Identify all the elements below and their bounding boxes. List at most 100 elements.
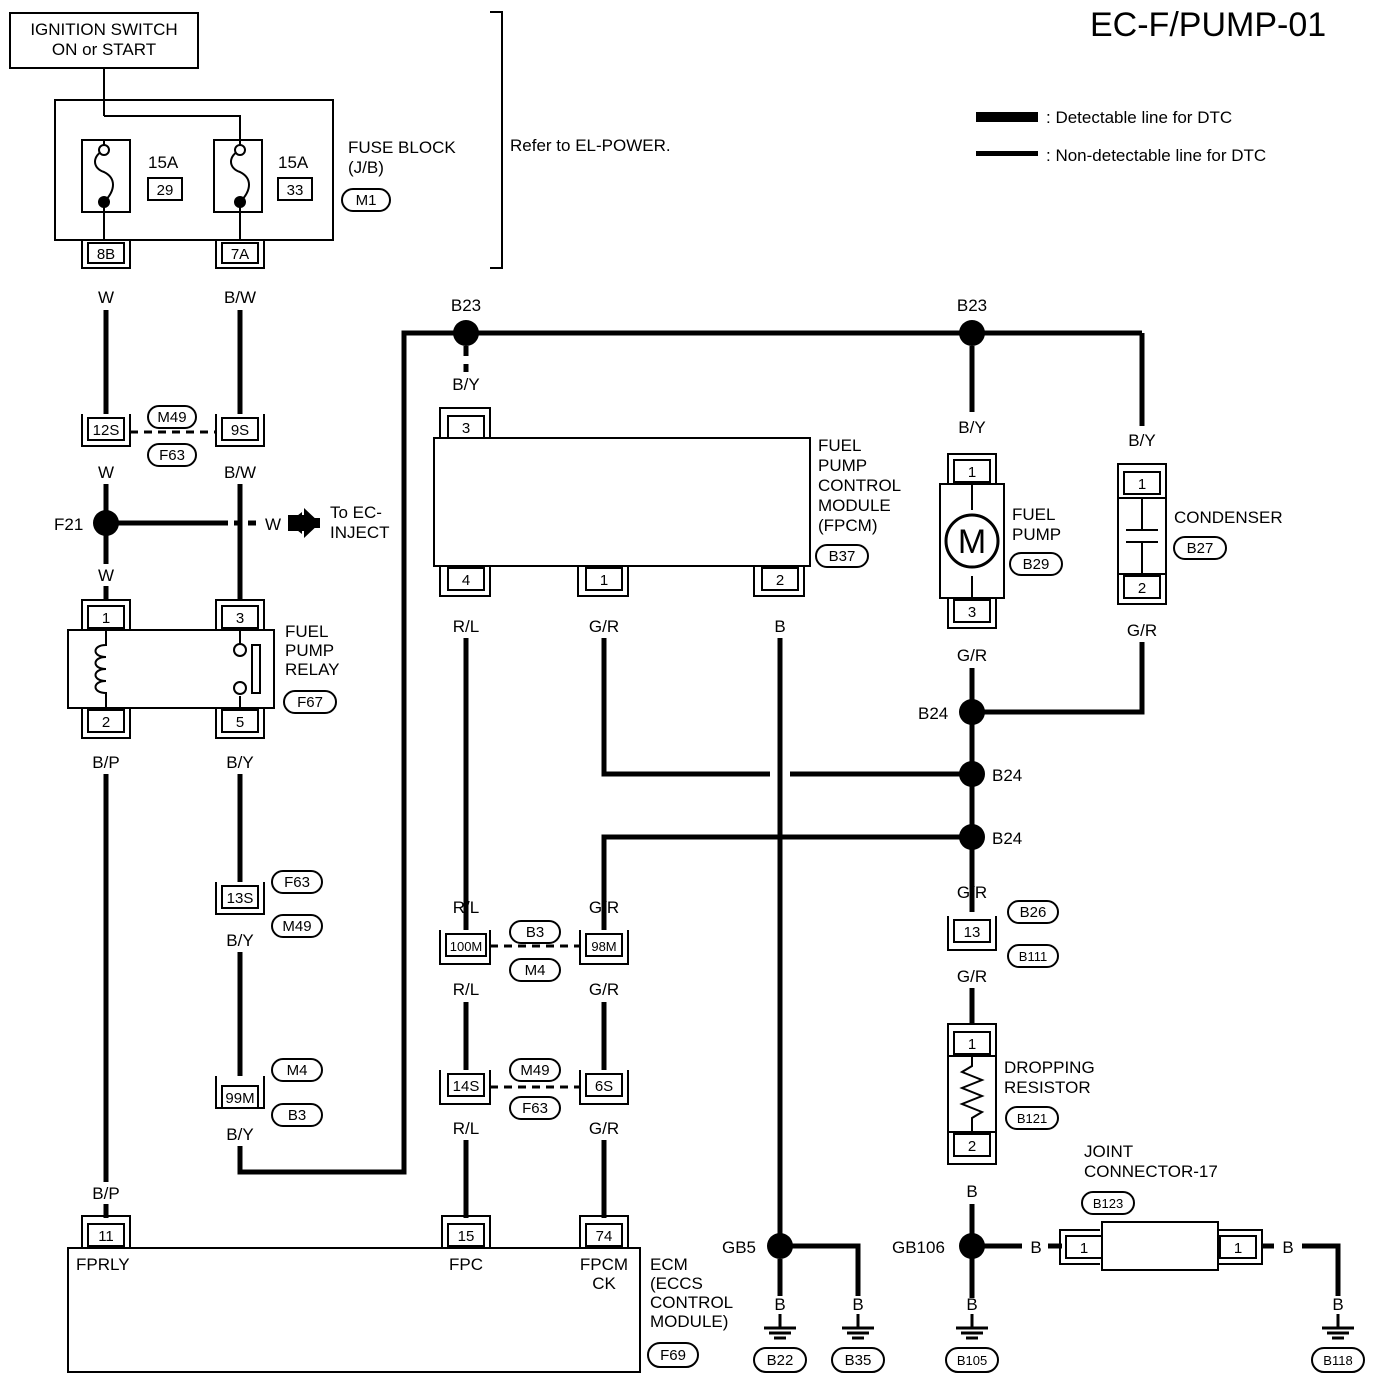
joint-connector-17: 1 1: [1059, 1221, 1263, 1271]
svg-text:4: 4: [462, 572, 470, 589]
svg-text:5: 5: [236, 714, 244, 731]
wire-label-rl-3: R/L: [453, 980, 479, 999]
svg-text:B35: B35: [845, 1352, 872, 1369]
svg-text:1: 1: [968, 464, 976, 481]
svg-text:99M: 99M: [225, 1090, 254, 1107]
to-inject-label-1: To EC-: [330, 503, 382, 522]
ecm-label-1: ECM: [650, 1255, 688, 1274]
svg-text:6S: 6S: [595, 1078, 613, 1095]
wire-label-w-2: W: [98, 463, 114, 482]
fuel-pump-connector: B29: [1023, 556, 1050, 573]
fuel-pump-label-2: PUMP: [1012, 525, 1061, 544]
wire-label-gr-5: G/R: [957, 883, 987, 902]
ground-icon-b118: B118: [1311, 1314, 1365, 1373]
fuse-block-sublabel: (J/B): [348, 158, 384, 177]
ecm-pin-ck: CK: [592, 1274, 616, 1293]
condenser: 1 2: [1117, 463, 1167, 605]
svg-text:74: 74: [596, 1228, 613, 1245]
fuse-29-num: 29: [157, 182, 174, 199]
fuel-pump-label-1: FUEL: [1012, 505, 1055, 524]
connector-12s: 12S: [81, 414, 131, 447]
fuel-pump-relay: 1 3 2 5: [67, 599, 275, 739]
junction-b24-1-label: B24: [918, 704, 948, 723]
fpcm-label-2: PUMP: [818, 456, 867, 475]
ignition-label-1: IGNITION SWITCH: [30, 20, 177, 39]
svg-text:M: M: [958, 523, 986, 561]
junction-gb106: [959, 1233, 985, 1259]
relay-label-3: RELAY: [285, 660, 340, 679]
junction-gb106-label: GB106: [892, 1238, 945, 1257]
dropping-resistor: 1 2: [947, 1023, 997, 1165]
svg-text:13S: 13S: [227, 890, 254, 907]
connector-9s: 9S: [215, 414, 265, 447]
svg-text:9S: 9S: [231, 422, 249, 439]
svg-text:15: 15: [458, 1228, 475, 1245]
wire-label-w-3: W: [98, 566, 114, 585]
wire-label-gr-6: G/R: [957, 967, 987, 986]
wire-label-b-1: B: [774, 617, 785, 636]
junction-b24-2: [959, 761, 985, 787]
conn-label-m49-2: M49: [282, 918, 311, 935]
refer-note: Refer to EL-POWER.: [510, 136, 671, 155]
legend-detectable-line: [976, 112, 1038, 122]
fuse-29-amp: 15A: [148, 153, 179, 172]
fpcm-label-1: FUEL: [818, 436, 861, 455]
wire-label-by-1: B/Y: [226, 753, 253, 772]
connector-98m: 98M: [579, 930, 629, 965]
connector-13s: 13S: [215, 882, 265, 915]
wire-label-b-g4: B: [1332, 1295, 1343, 1314]
fpcm-label-4: MODULE: [818, 496, 891, 515]
resistor-label-1: DROPPING: [1004, 1058, 1095, 1077]
wire-label-by-5: B/Y: [958, 418, 985, 437]
conn-label-m49-3: M49: [520, 1062, 549, 1079]
svg-text:7A: 7A: [231, 246, 249, 263]
wire-label-w-1: W: [98, 288, 114, 307]
wire-label-by-6: B/Y: [1128, 431, 1155, 450]
svg-text:B118: B118: [1323, 1353, 1352, 1368]
svg-text:3: 3: [236, 610, 244, 627]
junction-b24-1: [959, 699, 985, 725]
svg-text:1: 1: [600, 572, 608, 589]
ignition-switch-box: [9, 12, 199, 69]
junction-gb5-label: GB5: [722, 1238, 756, 1257]
conn-label-m4-1: M4: [287, 1062, 308, 1079]
connector-14s: 14S: [439, 1070, 491, 1105]
conn-label-m49-1: M49: [157, 409, 186, 426]
svg-text:2: 2: [1138, 580, 1146, 597]
svg-text:2: 2: [968, 1138, 976, 1155]
connector-99m: 99M: [215, 1076, 265, 1109]
wire-label-gr-3: G/R: [589, 980, 619, 999]
conn-label-f63-2: F63: [284, 874, 310, 891]
wire-label-gr-1: G/R: [589, 617, 619, 636]
svg-text:8B: 8B: [97, 246, 115, 263]
connector-6s: 6S: [579, 1070, 629, 1105]
wire-label-b-g3: B: [966, 1295, 977, 1314]
junction-b23-2: [959, 320, 985, 346]
conn-label-b26: B26: [1020, 904, 1047, 921]
svg-text:B105: B105: [957, 1353, 987, 1368]
wire-label-b-g1: B: [774, 1295, 785, 1314]
wire-label-rl-4: R/L: [453, 1119, 479, 1138]
terminal-7a: 7A: [215, 240, 265, 269]
ecm-label-2: (ECCS: [650, 1274, 703, 1293]
fpcm-connector: B37: [829, 548, 856, 565]
ecm-label-3: CONTROL: [650, 1293, 733, 1312]
ecm: 11 15 74 FPRLY FPC FPCM CK: [67, 1215, 641, 1373]
svg-text:1: 1: [1234, 1240, 1242, 1257]
svg-text:1: 1: [968, 1036, 976, 1053]
svg-text:B22: B22: [767, 1352, 794, 1369]
wire-label-by-2: B/Y: [226, 931, 253, 950]
fuse-block-label: FUSE BLOCK: [348, 138, 456, 157]
svg-text:13: 13: [964, 924, 981, 941]
wire-label-gr-c: G/R: [1127, 621, 1157, 640]
wire-label-b-r: B: [966, 1182, 977, 1201]
legend-detectable-label: : Detectable line for DTC: [1046, 108, 1232, 127]
wire-label-rl-2: R/L: [453, 898, 479, 917]
joint-connector-conn: B123: [1093, 1196, 1123, 1211]
svg-text:1: 1: [102, 610, 110, 627]
relay-connector: F67: [297, 694, 323, 711]
junction-b23-2-label: B23: [957, 296, 987, 315]
wire-label-by-4: B/Y: [452, 375, 479, 394]
junction-f21-label: F21: [54, 515, 83, 534]
